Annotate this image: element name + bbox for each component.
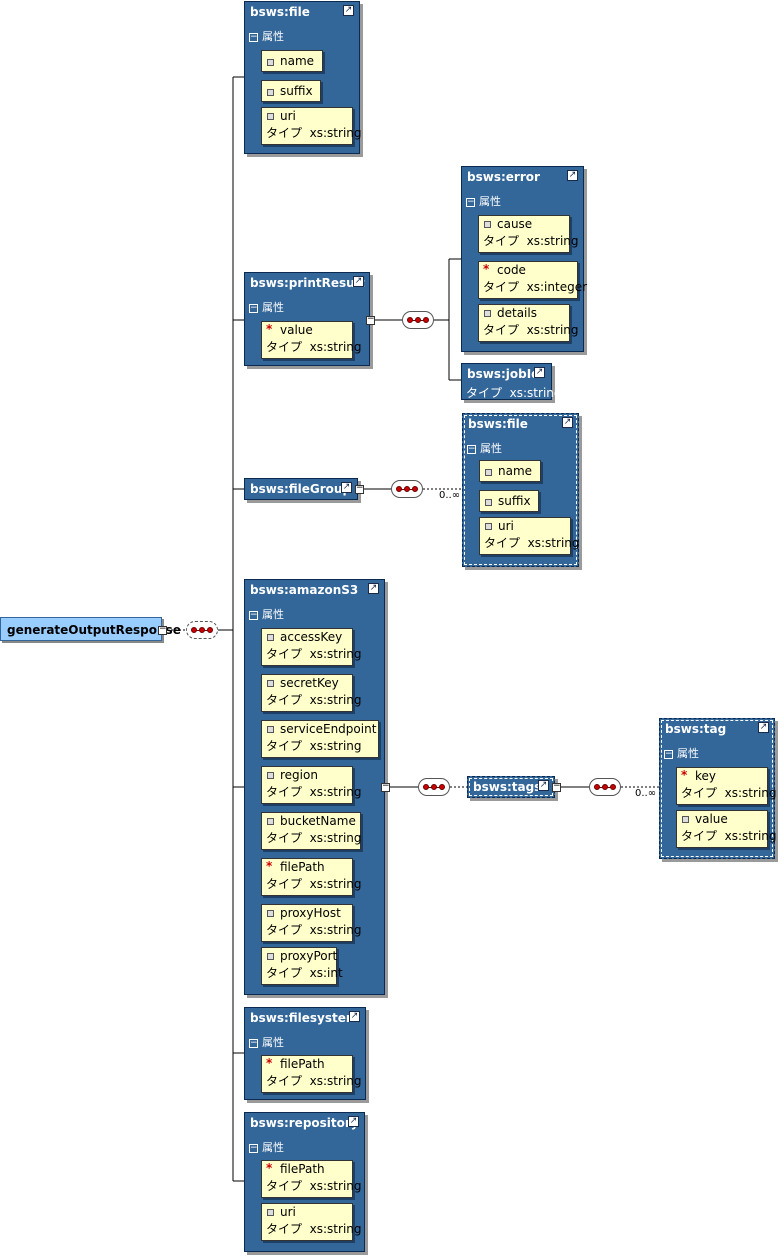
required-icon: * — [266, 859, 273, 873]
job-id-type: タイプ xs:string — [466, 386, 562, 400]
attribute-proxy-port[interactable]: proxyPort タイプ xs:int — [261, 947, 343, 985]
element-error-name: bsws:error — [467, 170, 540, 184]
element-filesystem[interactable]: bsws:filesystem ↗ −属性 *filePath タイプ xs:s… — [244, 1007, 366, 1100]
element-file-group[interactable]: bsws:fileGroup ↗ — [244, 478, 358, 500]
file-group-sequence-icon — [391, 480, 423, 498]
attributes-header: −属性 — [664, 747, 699, 760]
root-sequence-icon — [186, 621, 218, 639]
expand-icon[interactable]: ↗ — [758, 722, 769, 733]
expand-icon[interactable]: ↗ — [348, 1116, 359, 1127]
element-print-result-name: bsws:printResult — [250, 276, 365, 290]
attribute-suffix[interactable]: suffix — [261, 80, 321, 102]
root-element[interactable]: generateOutputResponse — [0, 617, 181, 641]
element-file[interactable]: bsws:file ↗ −属性 name suffix uri タイプ xs:s… — [244, 1, 362, 154]
element-print-result[interactable]: bsws:printResult ↗ −属性 *value タイプ xs:str… — [244, 272, 370, 366]
attributes-header: −属性 — [466, 195, 501, 208]
attribute-proxy-host[interactable]: proxyHost タイプ xs:string — [261, 904, 362, 942]
element-file-group-name: bsws:fileGroup — [250, 482, 352, 496]
attribute-cause[interactable]: cause タイプ xs:string — [478, 215, 579, 253]
file-group-occurrence: 0..∞ — [439, 490, 461, 501]
attribute-service-endpoint[interactable]: serviceEndpoint タイプ xs:string — [261, 720, 379, 758]
attributes-header: −属性 — [249, 608, 284, 621]
attribute-access-key[interactable]: accessKey タイプ xs:string — [261, 628, 362, 666]
required-icon: * — [681, 768, 688, 782]
attribute-code[interactable]: *code タイプ xs:integer — [478, 261, 587, 299]
file-group-collapse-icon[interactable]: − — [355, 483, 364, 494]
attribute-value[interactable]: value タイプ xs:string — [676, 810, 777, 848]
attribute-name[interactable]: name — [261, 50, 323, 72]
element-error[interactable]: bsws:error ↗ −属性 cause タイプ xs:string *co… — [461, 166, 587, 352]
element-tag-name: bsws:tag — [665, 722, 727, 736]
attribute-region[interactable]: region タイプ xs:string — [261, 766, 362, 804]
element-tag[interactable]: bsws:tag ↗ −属性 *key タイプ xs:string value … — [659, 718, 777, 859]
expand-icon[interactable]: ↗ — [534, 367, 545, 378]
expand-icon[interactable]: ↗ — [353, 276, 364, 287]
attributes-header: −属性 — [249, 1036, 284, 1049]
attribute-uri[interactable]: uri タイプ xs:string — [479, 517, 580, 555]
attribute-secret-key[interactable]: secretKey タイプ xs:string — [261, 674, 362, 712]
attribute-uri[interactable]: uri タイプ xs:string — [261, 107, 362, 145]
amazon-s3-sequence-icon — [418, 778, 450, 796]
attribute-bucket-name[interactable]: bucketName タイプ xs:string — [261, 812, 362, 850]
element-tags[interactable]: bsws:tags ↗ — [467, 776, 555, 798]
element-amazon-s3[interactable]: bsws:amazonS3 ↗ −属性 accessKey タイプ xs:str… — [244, 579, 385, 995]
attribute-details[interactable]: details タイプ xs:string — [478, 304, 579, 342]
print-result-sequence-icon — [402, 311, 434, 329]
root-collapse-icon[interactable]: − — [158, 624, 167, 635]
attribute-file-path[interactable]: *filePath タイプ xs:string — [261, 1160, 362, 1198]
attributes-header: −属性 — [467, 442, 502, 455]
amazon-s3-collapse-icon[interactable]: − — [381, 781, 390, 792]
element-job-id[interactable]: bsws:jobId ↗ タイプ xs:string — [461, 363, 562, 400]
element-amazon-s3-name: bsws:amazonS3 — [250, 583, 359, 597]
expand-icon[interactable]: ↗ — [341, 482, 352, 493]
expand-icon[interactable]: ↗ — [343, 5, 354, 16]
element-job-id-name: bsws:jobId — [467, 367, 540, 381]
element-filesystem-name: bsws:filesystem — [250, 1011, 359, 1025]
attribute-file-path[interactable]: *filePath タイプ xs:string — [261, 858, 362, 896]
required-icon: * — [266, 1056, 273, 1070]
attributes-header: −属性 — [249, 301, 284, 314]
attributes-header: −属性 — [249, 1141, 284, 1154]
print-result-collapse-icon[interactable]: − — [366, 314, 375, 325]
element-repository[interactable]: bsws:repository ↗ −属性 *filePath タイプ xs:s… — [244, 1112, 365, 1252]
required-icon: * — [266, 1161, 273, 1175]
attribute-value[interactable]: *value タイプ xs:string — [261, 321, 362, 359]
attribute-suffix[interactable]: suffix — [479, 490, 539, 512]
element-tags-name: bsws:tags — [473, 780, 542, 794]
required-icon: * — [483, 262, 490, 276]
element-repository-name: bsws:repository — [250, 1116, 359, 1130]
expand-icon[interactable]: ↗ — [567, 170, 578, 181]
attribute-name[interactable]: name — [479, 460, 541, 482]
expand-icon[interactable]: ↗ — [368, 583, 379, 594]
tags-occurrence: 0..∞ — [635, 788, 657, 799]
root-element-name: generateOutputResponse — [7, 623, 181, 637]
element-file-name: bsws:file — [250, 5, 310, 19]
attribute-uri[interactable]: uri タイプ xs:string — [261, 1203, 362, 1241]
tags-collapse-icon[interactable]: − — [552, 781, 561, 792]
expand-icon[interactable]: ↗ — [562, 417, 573, 428]
element-file-group-file-name: bsws:file — [468, 417, 528, 431]
required-icon: * — [266, 322, 273, 336]
attributes-header: −属性 — [249, 30, 284, 43]
expand-icon[interactable]: ↗ — [349, 1011, 360, 1022]
element-file-group-file[interactable]: bsws:file ↗ −属性 name suffix uri タイプ xs:s… — [462, 413, 580, 567]
attribute-file-path[interactable]: *filePath タイプ xs:string — [261, 1055, 362, 1093]
expand-icon[interactable]: ↗ — [538, 780, 549, 791]
tags-sequence-icon — [589, 778, 621, 796]
attribute-key[interactable]: *key タイプ xs:string — [676, 767, 777, 805]
